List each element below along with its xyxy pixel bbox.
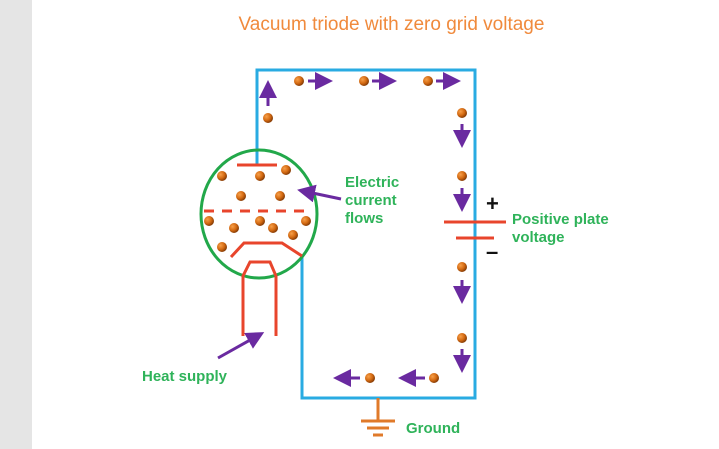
electron — [288, 230, 298, 240]
tube-envelope — [199, 148, 319, 280]
heat-pointer-arrow — [217, 332, 265, 360]
electron — [457, 171, 467, 181]
electron — [268, 223, 278, 233]
electron — [217, 242, 227, 252]
heater-filament — [241, 260, 278, 336]
electron — [457, 262, 467, 272]
electron — [204, 216, 214, 226]
electron — [429, 373, 439, 383]
electron — [457, 108, 467, 118]
electron — [359, 76, 369, 86]
electrons — [204, 76, 467, 383]
electron — [263, 113, 273, 123]
electron — [217, 171, 227, 181]
diagram-title: Vacuum triode with zero grid voltage — [238, 14, 545, 35]
current-label: Electric current flows — [345, 174, 399, 228]
electron — [281, 165, 291, 175]
battery-label-line-2: voltage — [512, 229, 565, 246]
electron — [457, 333, 467, 343]
circuit-wire — [255, 68, 477, 400]
ground-label: Ground — [406, 420, 461, 437]
current-label-line-3: flows — [345, 210, 384, 227]
battery-label-line-1: Positive plate — [512, 211, 609, 228]
side-strip — [0, 0, 32, 449]
battery-label: Positive plate voltage — [512, 211, 609, 247]
battery-minus-sign: – — [486, 239, 499, 264]
electron — [301, 216, 311, 226]
electron — [423, 76, 433, 86]
battery-plus-sign: + — [486, 191, 499, 216]
electron — [236, 191, 246, 201]
electron — [229, 223, 239, 233]
electron — [255, 216, 265, 226]
heat-supply-label: Heat supply — [142, 368, 228, 385]
electron — [255, 171, 265, 181]
electron — [294, 76, 304, 86]
electron — [275, 191, 285, 201]
cathode-electrode — [229, 241, 303, 259]
current-label-line-2: current — [345, 192, 397, 209]
current-label-line-1: Electric — [345, 174, 400, 191]
flow-arrows — [259, 72, 471, 387]
current-pointer-arrow — [297, 184, 342, 203]
electron — [365, 373, 375, 383]
